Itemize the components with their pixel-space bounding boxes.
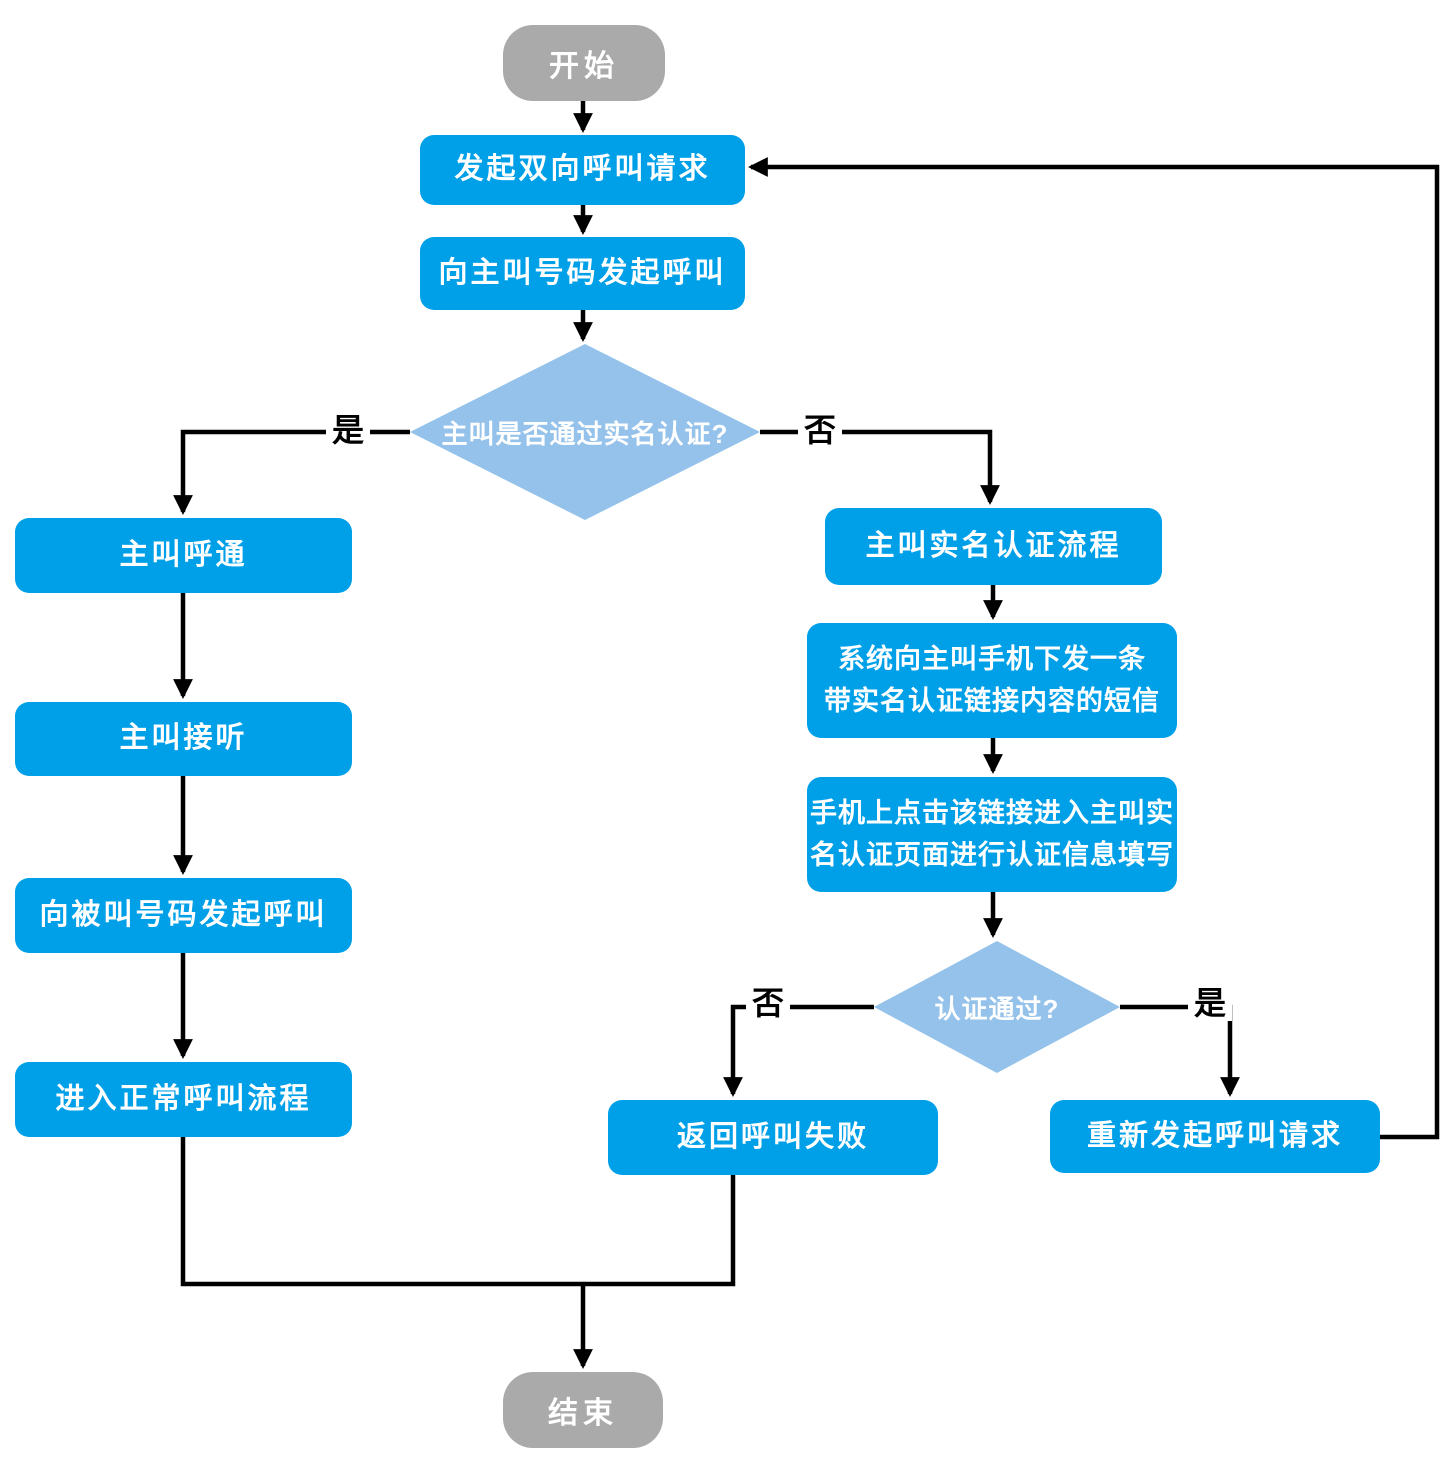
node-caller-realname-check: 主叫是否通过实名认证? (410, 344, 760, 520)
node-send-sms-with-link: 系统向主叫手机下发一条 带实名认证链接内容的短信 (807, 623, 1177, 738)
node-caller-connected: 主叫呼通 (15, 518, 352, 593)
node-caller-realname-auth-flow: 主叫实名认证流程 (825, 508, 1162, 585)
node-open-link-fill-info: 手机上点击该链接进入主叫实 名认证页面进行认证信息填写 (807, 777, 1177, 892)
node-initiate-dual-call: 发起双向呼叫请求 (420, 135, 745, 205)
node-return-call-failed: 返回呼叫失败 (608, 1100, 938, 1175)
node-reinitiate-call-request: 重新发起呼叫请求 (1050, 1100, 1380, 1173)
edge-label-check2-yes: 是 (1188, 985, 1233, 1021)
node-call-callee-number: 向被叫号码发起呼叫 (15, 878, 352, 953)
node-enter-normal-call-flow: 进入正常呼叫流程 (15, 1062, 352, 1137)
node-end: 结束 (503, 1372, 663, 1448)
edge-check1-no-to-auth-flow (760, 429, 1000, 505)
edge-check1-yes-to-caller-connected (173, 429, 410, 515)
node-call-caller-number: 向主叫号码发起呼叫 (420, 237, 745, 310)
node-start: 开始 (503, 25, 665, 101)
edge-label-check2-no: 否 (746, 985, 791, 1021)
node-caller-answered: 主叫接听 (15, 702, 352, 776)
node-auth-passed-check: 认证通过? (874, 941, 1120, 1073)
edge-label-check1-yes: 是 (326, 412, 371, 448)
edge-label-check1-no: 否 (798, 412, 843, 448)
